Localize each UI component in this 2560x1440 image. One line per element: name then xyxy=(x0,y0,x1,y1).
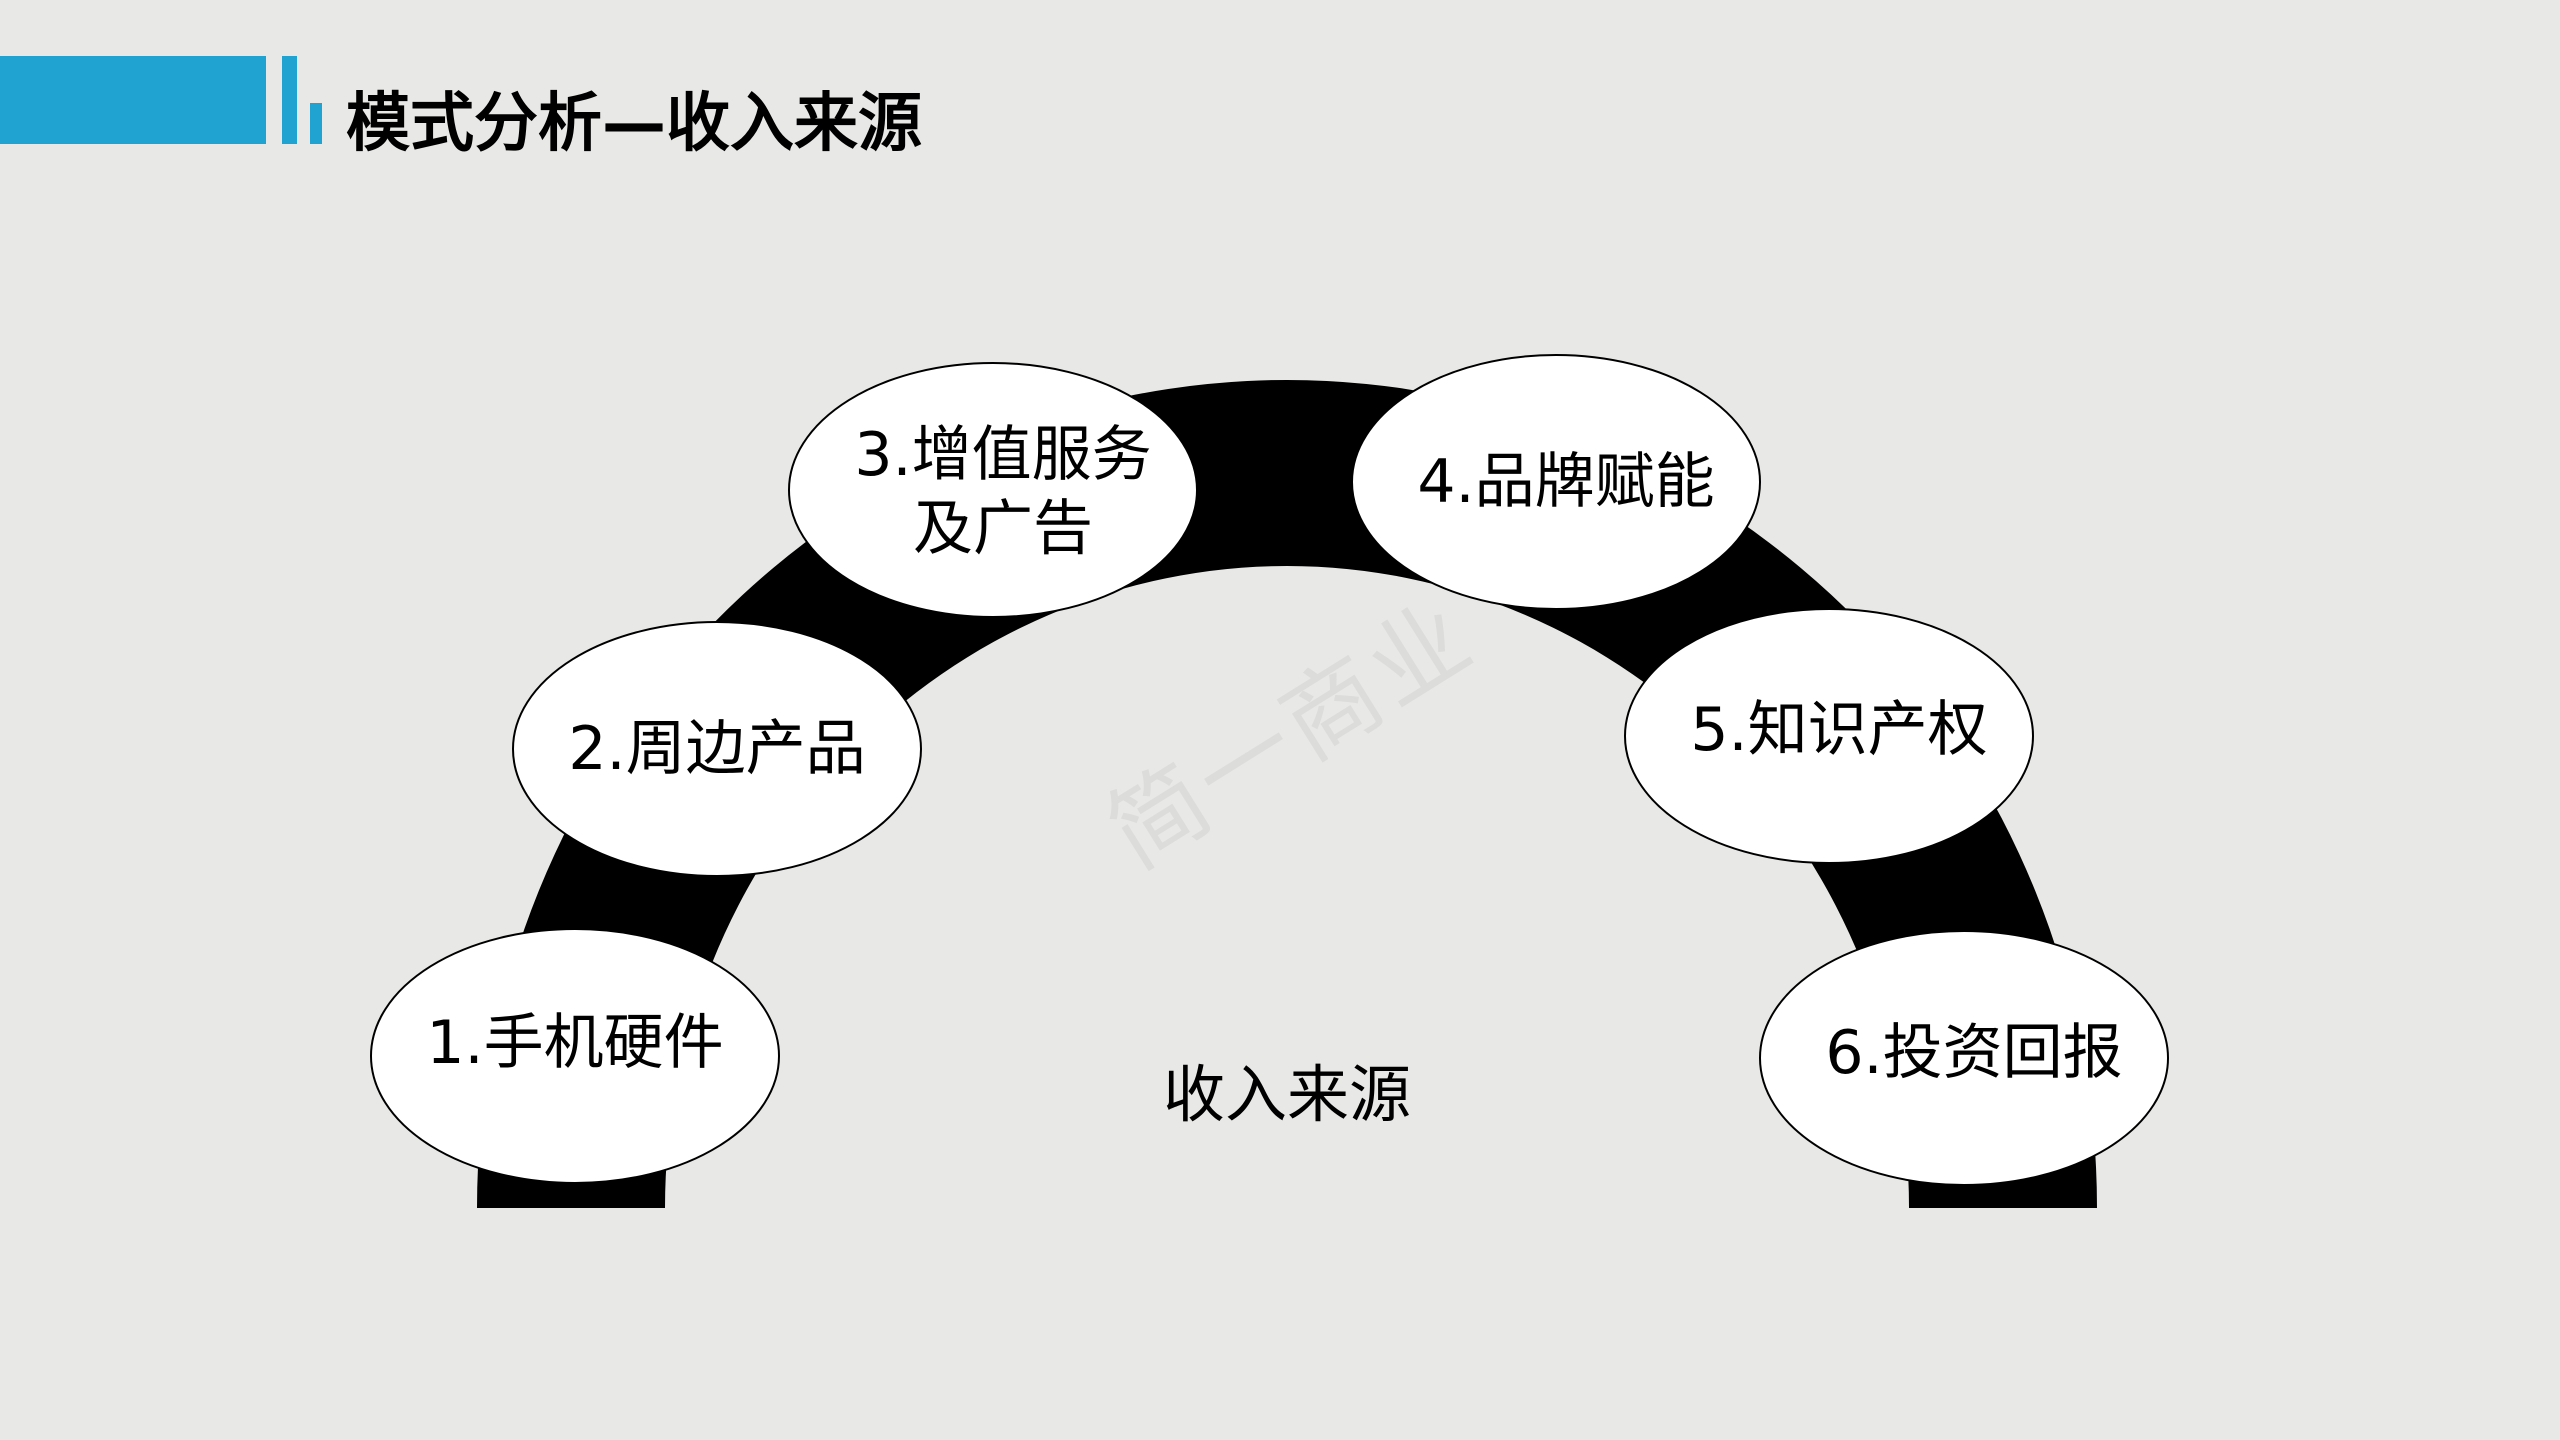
node-ellipse-4 xyxy=(1351,354,1761,610)
node-line-1: 3.增值服务 xyxy=(854,420,1152,490)
node-ellipse-1 xyxy=(370,928,780,1184)
header-accent-stripe xyxy=(282,56,297,144)
page-title: 模式分析—收入来源 xyxy=(346,87,922,161)
node-ellipse-6 xyxy=(1759,930,2169,1186)
node-ellipse-5 xyxy=(1624,608,2034,864)
node-peripherals: 2.周边产品 xyxy=(568,714,866,784)
node-hardware: 1.手机硬件 xyxy=(426,1008,724,1078)
node-investment: 6.投资回报 xyxy=(1825,1018,2123,1088)
node-line-2: 及广告 xyxy=(913,494,1093,564)
node-ellipse-3 xyxy=(788,362,1198,618)
header-accent-block xyxy=(0,56,266,144)
center-label: 收入来源 xyxy=(1162,1058,1412,1131)
node-brand: 4.品牌赋能 xyxy=(1417,447,1715,517)
header-accent-stripe-short xyxy=(310,103,322,144)
node-ip: 5.知识产权 xyxy=(1690,695,1988,765)
node-ellipse-2 xyxy=(512,621,922,877)
node-value-added-services: 3.增值服务 及广告 xyxy=(854,418,1151,566)
